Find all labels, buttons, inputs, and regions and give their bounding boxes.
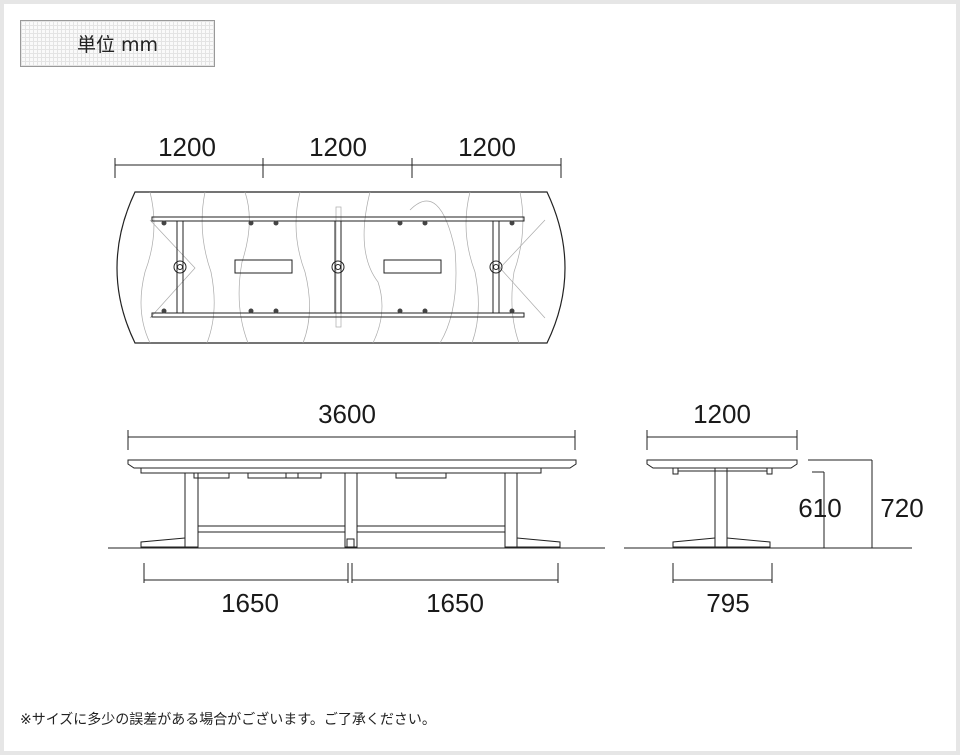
side-depth: 1200: [693, 399, 751, 429]
top-width-2: 1200: [309, 132, 367, 162]
front-view: 3600 1650 1650: [108, 399, 605, 618]
unit-label-box: 単位 mm: [20, 20, 215, 67]
unit-label: 単位 mm: [76, 34, 159, 56]
front-leg-span-2: 1650: [426, 588, 484, 618]
side-base-width: 795: [706, 588, 749, 618]
side-total-height: 720: [880, 493, 923, 523]
top-width-1: 1200: [158, 132, 216, 162]
front-leg-span-1: 1650: [221, 588, 279, 618]
drawing-frame: [4, 4, 956, 751]
top-width-3: 1200: [458, 132, 516, 162]
tolerance-note: ※サイズに多少の誤差がある場合がございます。ご了承ください。: [20, 712, 436, 728]
side-apron-height: 610: [798, 493, 841, 523]
side-view: 1200 610 720 795: [624, 399, 924, 618]
top-view: 1200 1200 1200: [114, 132, 566, 344]
front-total-length: 3600: [318, 399, 376, 429]
